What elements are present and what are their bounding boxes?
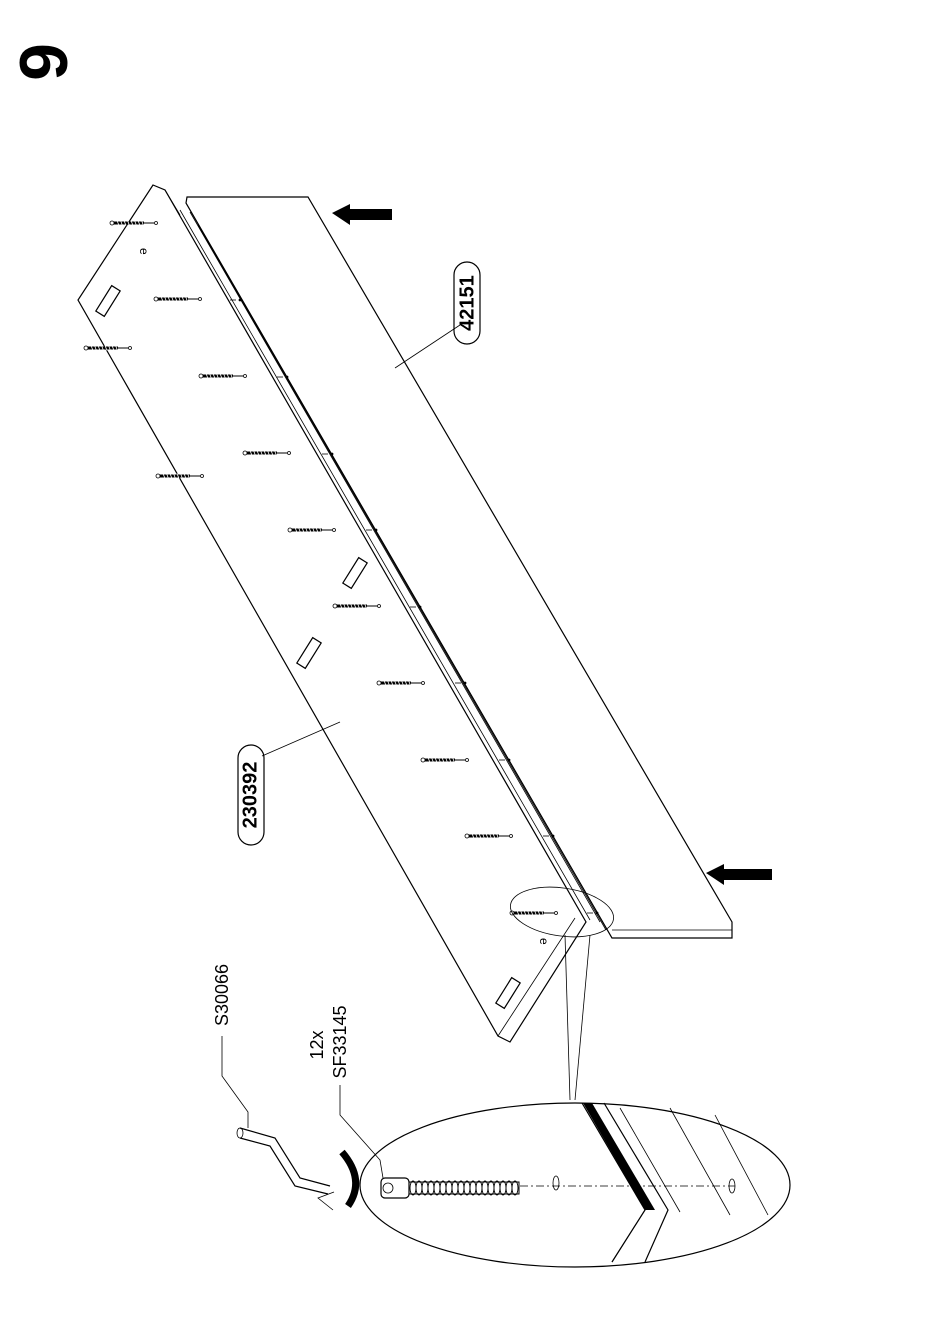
screw-icon [243,451,291,456]
screw-icon [154,297,202,302]
screw-icon [199,374,247,379]
hole-mark [587,912,598,915]
hole-mark [366,529,377,532]
svg-text:42151: 42151 [456,275,478,331]
push-arrow-icon [706,864,772,885]
screw-icon [333,604,381,609]
screw-icon [377,681,425,686]
detail-zoom [360,1103,790,1267]
hole-mark [455,682,466,685]
screw-icon [465,834,513,839]
connector-plates [96,286,520,1009]
screw-icon [110,221,158,226]
screw-icon [84,346,132,351]
part-label-230392: 230392 [238,722,340,845]
step-number: 6 [5,43,81,81]
leader-lines [222,1036,383,1178]
screw-icon [288,528,336,533]
screw-icon [421,758,469,763]
hole-mark [322,453,333,456]
hole-mark [410,606,421,609]
hole-mark [499,759,510,762]
screw-icon [510,911,558,916]
part-label-42151: 42151 [395,262,480,368]
svg-text:e: e [537,938,551,945]
screw-row [84,221,558,916]
svg-text:230392: 230392 [239,762,261,829]
edge-marks: e e [137,248,551,945]
crank-tool-icon [237,1128,330,1194]
tool-code: S30066 [212,964,232,1026]
hole-mark [543,835,554,838]
screw-code: SF33145 [330,1005,350,1078]
svg-text:e: e [137,248,151,255]
screw-quantity: 12x [307,1030,327,1059]
rotate-clockwise-icon [318,1152,356,1210]
hole-mark [277,376,288,379]
push-arrow-icon [332,204,392,225]
